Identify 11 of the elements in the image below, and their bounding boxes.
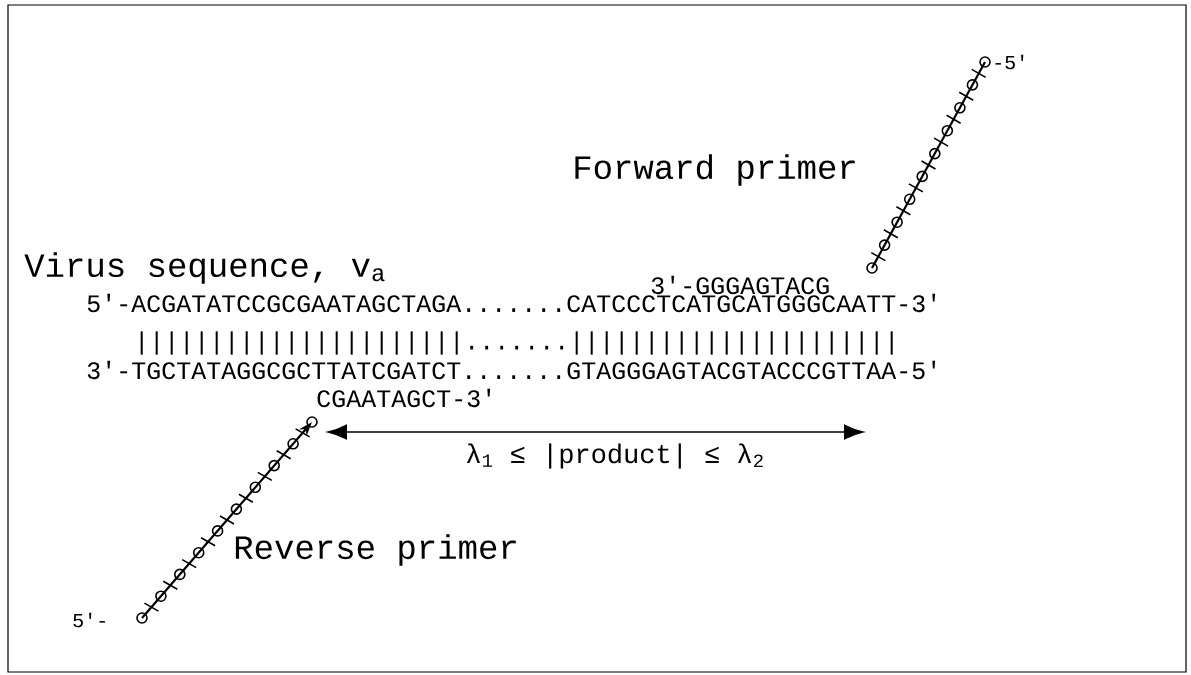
length-constraint-label: λ$_{1}$ ≤ |product| ≤ λ$_{2}$ [466,443,763,469]
primer-sequence: 3′-GGGAGTACG [651,275,829,295]
primer-sequence: CGAATAGCT-3′ [317,388,491,408]
sequence-strand: 3′-TGCTATAGGCGCTTATCGATCT.......GTAGGGAGTACGTACCCGTTAA-5′ [87,360,936,380]
base-pair-bars: ||||||||||||||||||||||.......|||||||||||||||||||||| [140,331,893,355]
primer-label: Forward primer [575,154,855,186]
primer-label: Reverse primer [235,534,516,566]
sequence-strand: 5′-ACGATATCCGCGAATAGCTAGA.......CATCCCTCATGCATGGGCAATT-3′ [87,293,936,313]
strand-end-label: 5′- [73,612,105,628]
sequence-title: Virus sequence, v$_{a}$ [24,252,385,284]
strand-end-label: -5′ [995,54,1024,70]
